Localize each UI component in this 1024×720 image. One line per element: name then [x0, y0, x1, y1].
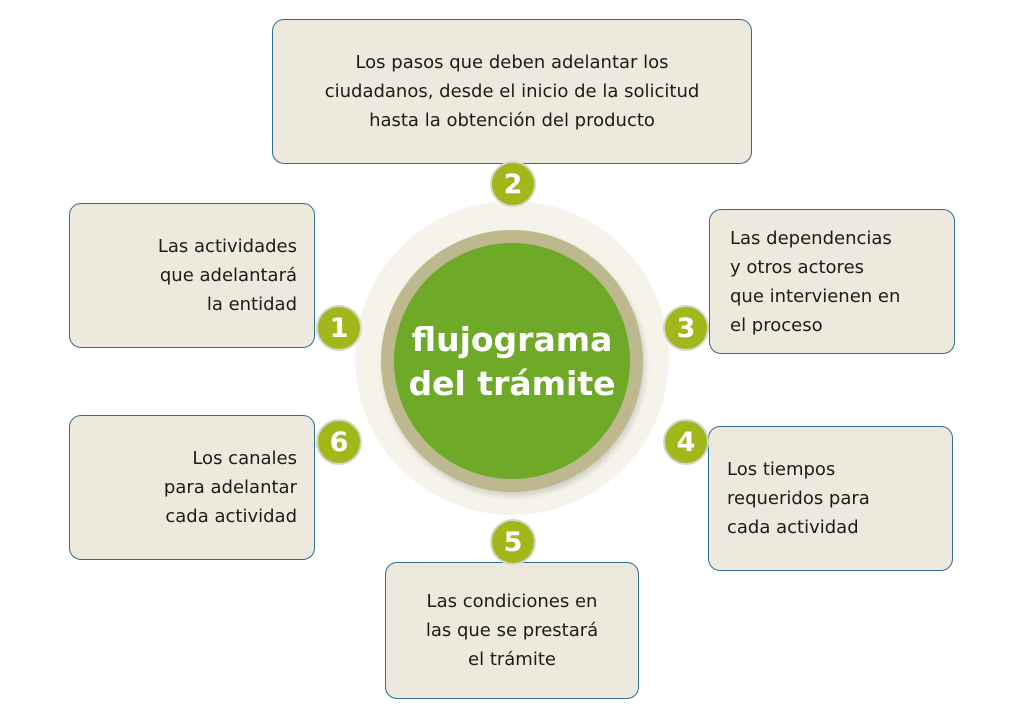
step-2-badge: 2 [490, 161, 536, 207]
step-3-text: y otros actores [730, 256, 865, 278]
step-3-text: el proceso [730, 314, 823, 336]
center-circle: flujograma del trámite [394, 243, 630, 479]
step-3-text: que intervienen en [730, 285, 901, 307]
step-2-box: Los pasos que deben adelantar los ciudad… [272, 19, 752, 164]
center-title-line-2: del trámite [408, 364, 616, 403]
step-5-box: Las condiciones en las que se prestará e… [385, 562, 639, 699]
step-1-text: que adelantará [159, 265, 297, 286]
step-4-text: Los tiempos [727, 459, 836, 480]
step-4-text: cada actividad [727, 517, 859, 538]
step-2-text: ciudadanos, desde el inicio de la solici… [324, 81, 700, 102]
step-4-badge: 4 [663, 419, 709, 465]
step-5-text: Las condiciones en [426, 591, 598, 612]
step-4-box: Los tiempos requeridos para cada activid… [708, 426, 953, 571]
step-1-box: Las actividades que adelantará la entida… [69, 203, 315, 348]
step-4-text: requeridos para [727, 488, 870, 509]
step-1-badge: 1 [316, 305, 362, 351]
step-6-box: Los canales para adelantar cada activida… [69, 415, 315, 560]
step-3-badge: 3 [663, 305, 709, 351]
step-3-text: Las dependencias [730, 227, 892, 249]
step-6-text: Los canales [192, 448, 297, 469]
step-2-text: Los pasos que deben adelantar los [355, 52, 669, 73]
step-1-text: Las actividades [157, 236, 297, 257]
center-title-line-1: flujograma [411, 320, 613, 359]
step-5-text: las que se prestará [425, 620, 599, 641]
step-5-badge: 5 [490, 519, 536, 565]
step-3-box: Las dependencias y otros actores que int… [709, 209, 955, 354]
step-2-text: hasta la obtención del producto [369, 110, 655, 131]
step-5-text: el trámite [468, 649, 556, 670]
step-1-text: la entidad [206, 294, 297, 315]
step-6-badge: 6 [316, 419, 362, 465]
step-6-text: cada actividad [165, 506, 297, 527]
step-6-text: para adelantar [163, 477, 297, 498]
